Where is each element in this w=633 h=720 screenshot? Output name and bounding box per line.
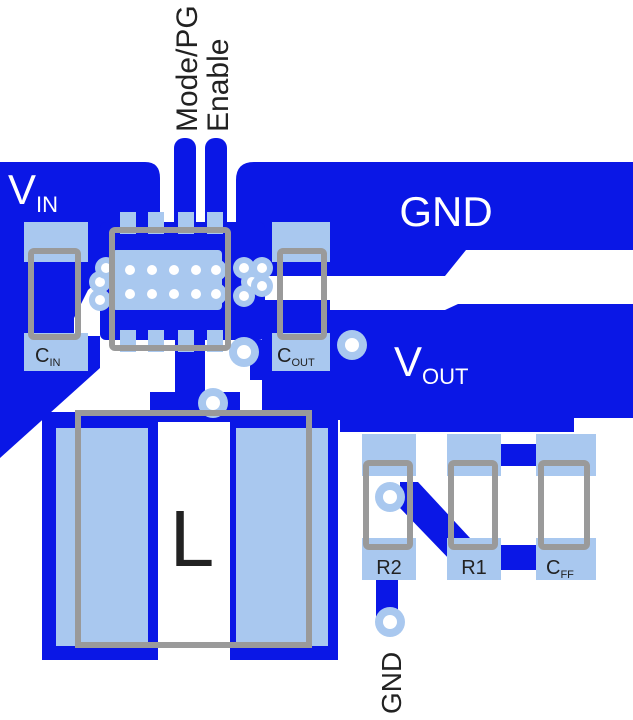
via — [251, 257, 273, 279]
inductor-label: L — [170, 494, 215, 583]
via — [229, 337, 259, 367]
r2-label: R2 — [376, 557, 402, 579]
gnd-top-label: GND — [399, 188, 492, 235]
via — [119, 259, 141, 281]
inductor-pad-right — [236, 428, 328, 646]
vin-label-sub: IN — [36, 192, 58, 217]
cin-label: CIN — [35, 345, 61, 369]
via — [251, 275, 273, 297]
cin-outline — [28, 248, 81, 340]
via — [337, 330, 367, 360]
r1-label: R1 — [461, 557, 487, 579]
ic-outline — [109, 227, 231, 351]
cin-label-sub: IN — [49, 357, 60, 369]
via — [375, 607, 405, 637]
cin-label-main: C — [35, 345, 49, 367]
r2-outline — [363, 460, 413, 550]
inductor-pad-left — [56, 428, 148, 646]
inductor-outline — [75, 410, 312, 648]
via — [185, 259, 207, 281]
gnd-copper-pour — [236, 162, 633, 300]
vout-label-sub: OUT — [422, 364, 468, 389]
cff-label-sub: FF — [560, 569, 574, 581]
via — [375, 482, 405, 512]
via — [141, 259, 163, 281]
cff-outline — [538, 460, 590, 550]
vout-label: VOUT — [394, 338, 468, 389]
cout-outline — [277, 248, 327, 340]
vias-layer — [89, 257, 405, 637]
vin-label: VIN — [8, 166, 58, 217]
via — [89, 289, 111, 311]
r1-outline — [448, 460, 498, 550]
enable-label: Enable — [202, 39, 235, 132]
via — [185, 283, 207, 305]
cff-label-main: C — [546, 557, 560, 579]
labels-layer: Mode/PG Enable VIN GND CIN COUT VOUT L R… — [8, 5, 574, 714]
silkscreen-layer — [28, 227, 590, 648]
cout-label-sub: OUT — [291, 357, 315, 369]
cout-label-main: C — [277, 345, 291, 367]
via — [141, 283, 163, 305]
vout-label-main: V — [394, 338, 422, 385]
mode-pg-label: Mode/PG — [171, 5, 204, 132]
via — [163, 259, 185, 281]
cout-label: COUT — [277, 345, 315, 369]
via — [119, 283, 141, 305]
via — [205, 259, 227, 281]
via — [163, 283, 185, 305]
gnd-bottom-label: GND — [376, 652, 407, 714]
via — [205, 283, 227, 305]
cff-label: CFF — [546, 557, 574, 581]
vin-label-main: V — [8, 166, 36, 213]
